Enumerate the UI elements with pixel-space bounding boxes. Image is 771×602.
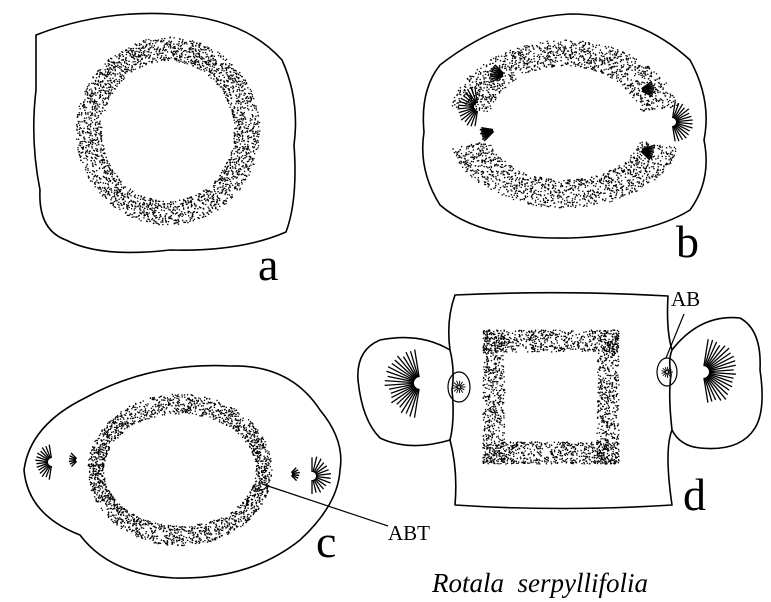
panel-d-vascular-ring <box>482 329 620 465</box>
abt-pointer-line <box>261 483 389 527</box>
panel-d-right-appendage <box>671 316 763 450</box>
panel-b: b <box>421 13 707 267</box>
panel-d: AB d <box>357 287 763 520</box>
panel-d-label: d <box>683 469 706 520</box>
abt-label: ABT <box>388 521 430 545</box>
panel-c-vascular-ring <box>87 393 273 547</box>
panel-b-xylem-wings <box>457 64 693 161</box>
ab-pointer-line <box>665 313 685 359</box>
ab-label: AB <box>671 287 700 311</box>
panel-c-label: c <box>316 516 336 567</box>
panel-a-vascular-ring <box>75 36 261 226</box>
panel-d-left-appendage <box>357 336 451 447</box>
panel-a-label: a <box>258 239 278 290</box>
panel-a-outline <box>32 12 297 254</box>
panel-d-xylem-strands <box>384 338 736 418</box>
panel-c-xylem-strands <box>35 444 332 494</box>
panel-d-stem-body <box>448 291 673 510</box>
panel-c: c ABT <box>23 364 430 579</box>
panel-a: a <box>32 12 297 290</box>
panel-d-left-axillary-bud <box>447 371 471 403</box>
panel-d-right-axillary-bud <box>656 357 678 387</box>
panel-b-outline <box>421 13 707 239</box>
panel-c-outline <box>23 364 342 579</box>
panel-d-bud-markings <box>452 366 673 394</box>
panel-b-vascular-tissue <box>451 39 679 209</box>
panel-b-label: b <box>676 216 699 267</box>
species-name: Rotala serpyllifolia <box>431 568 648 598</box>
